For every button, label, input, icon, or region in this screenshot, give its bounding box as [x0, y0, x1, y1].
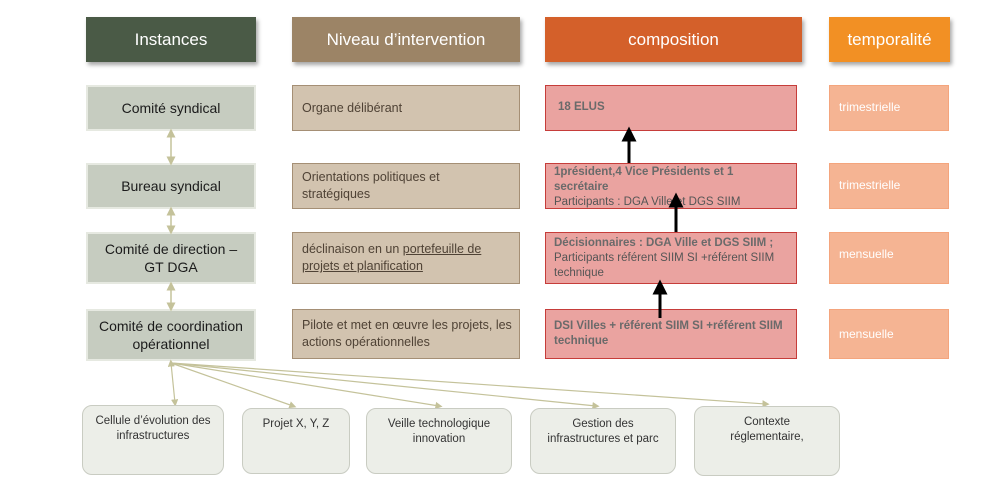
header-instances-label: Instances [134, 29, 208, 49]
temporalite-row-1: trimestrielle [829, 85, 949, 131]
temporalite-text: mensuelle [839, 327, 894, 341]
box-line2: innovation [412, 433, 466, 445]
connector-to-contexte [170, 362, 770, 408]
connector-to-cellule [167, 359, 179, 407]
instance-label-line1: Comité de direction – [104, 241, 238, 257]
composition-participants-text: Participants : DGA Ville et DGS SIIM [554, 196, 741, 208]
header-instances: Instances [86, 17, 256, 62]
temporalite-text: trimestrielle [839, 100, 901, 114]
box-line2: infrastructures et parc [547, 433, 659, 445]
box-line1: Veille technologique [387, 418, 491, 430]
header-composition-label: composition [628, 29, 719, 49]
instance-label: Comité syndical [121, 100, 221, 116]
niveau-text: Organe délibérant [302, 100, 403, 115]
temporalite-text: trimestrielle [839, 178, 901, 192]
header-temporalite-label: temporalité [847, 29, 932, 49]
niveau-row-2: Orientations politiques et stratégiques [292, 163, 520, 209]
niveau-row-1: Organe délibérant [292, 85, 520, 131]
box-veille: Veille technologique innovation [366, 408, 512, 474]
niveau-text-plain: déclinaison en un [302, 242, 403, 256]
niveau-text-underlined: portefeuille de projets et planification [302, 242, 482, 273]
connector-to-veille [170, 362, 443, 409]
niveau-text: Orientations politiques et stratégiques [302, 170, 440, 201]
box-projet: Projet X, Y, Z [242, 408, 350, 474]
box-gestion: Gestion des infrastructures et parc [530, 408, 676, 474]
header-niveau: Niveau d’intervention [292, 17, 520, 62]
instance-label-line2: GT DGA [144, 259, 198, 275]
header-niveau-label: Niveau d’intervention [326, 29, 486, 49]
instance-comite-direction: Comité de direction – GT DGA [86, 232, 256, 284]
header-composition: composition [545, 17, 802, 62]
niveau-row-3: déclinaison en un portefeuille de projet… [292, 232, 520, 284]
composition-row-1: 18 ELUS [545, 85, 797, 131]
niveau-text: déclinaison en un portefeuille de projet… [302, 241, 502, 275]
composition-row-3: Décisionnaires : DGA Ville et DGS SIIM ;… [545, 232, 797, 284]
composition-participants-text: Participants référent SIIM SI +référent … [554, 252, 775, 279]
composition-bold-text: Décisionnaires : DGA Ville et DGS SIIM ; [554, 237, 774, 249]
box-line1: Gestion des [572, 418, 634, 430]
box-line1: Contexte [743, 416, 791, 428]
header-temporalite: temporalité [829, 17, 950, 62]
instance-comite-syndical: Comité syndical [86, 85, 256, 131]
composition-bold-text: 18 ELUS [558, 101, 605, 113]
box-contexte: Contexte réglementaire, [694, 406, 840, 476]
niveau-row-4: Pilote et met en œuvre les projets, les … [292, 309, 520, 359]
temporalite-row-4: mensuelle [829, 309, 949, 359]
box-line1: Cellule d’évolution des [95, 415, 211, 427]
box-line2: réglementaire, [730, 431, 804, 443]
connector-to-projet [170, 362, 297, 409]
composition-bold-text: DSI Villes + référent SIIM SI +référent … [554, 320, 783, 347]
box-cellule-evolution: Cellule d’évolution des infrastructures [82, 405, 224, 475]
composition-bold-text: 1président,4 Vice Présidents et 1 secrét… [554, 166, 734, 193]
niveau-text: Pilote et met en œuvre les projets, les … [302, 318, 512, 349]
box-line2: infrastructures [116, 430, 190, 442]
instance-comite-coordination: Comité de coordination opérationnel [86, 309, 256, 361]
instance-label-line2: opérationnel [132, 336, 210, 352]
instance-label-line1: Comité de coordination [99, 318, 243, 334]
temporalite-row-3: mensuelle [829, 232, 949, 284]
temporalite-row-2: trimestrielle [829, 163, 949, 209]
connector-to-gestion [170, 362, 600, 410]
temporalite-text: mensuelle [839, 247, 894, 261]
composition-row-4: DSI Villes + référent SIIM SI +référent … [545, 309, 797, 359]
box-line1: Projet X, Y, Z [262, 418, 330, 430]
instance-label: Bureau syndical [121, 178, 221, 194]
